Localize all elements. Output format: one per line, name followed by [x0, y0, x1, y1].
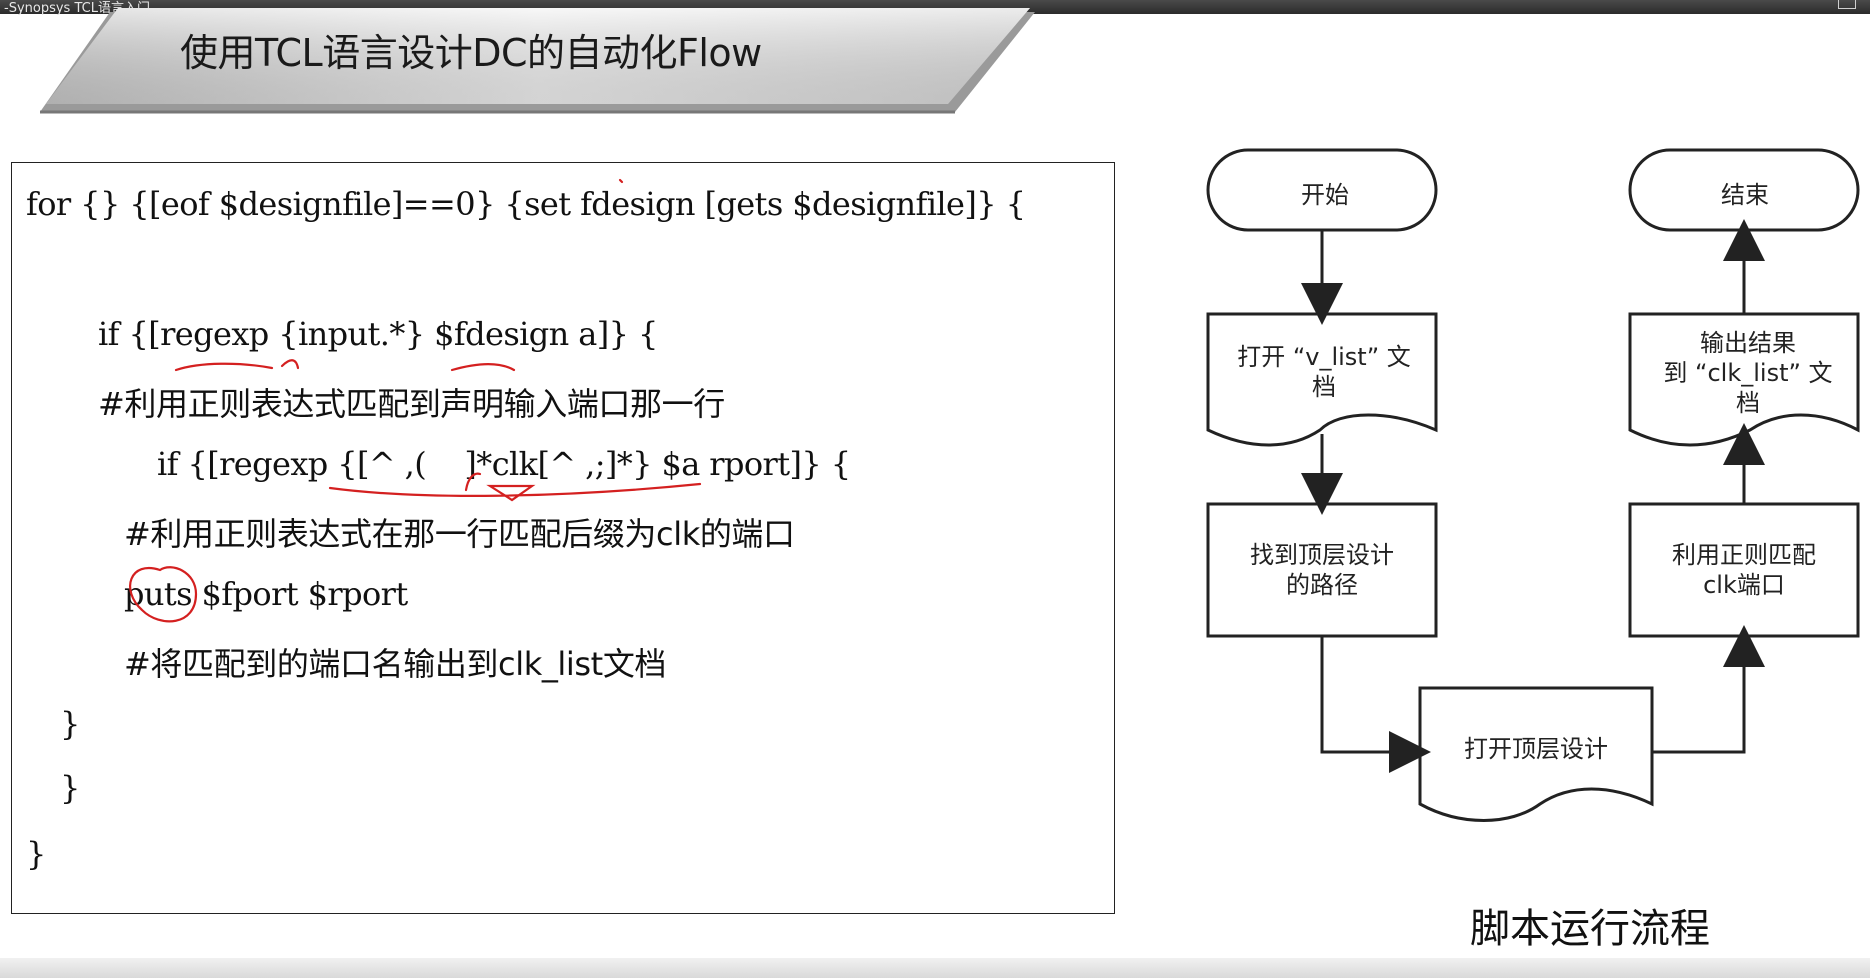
open-top-label: 打开顶层设计	[1464, 735, 1608, 763]
match-clk-line-1: 利用正则匹配	[1672, 541, 1816, 569]
flowchart-caption: 脚本运行流程	[1470, 906, 1710, 952]
find-path-line-2: 的路径	[1286, 571, 1358, 599]
slide-title: 使用TCL语言设计DC的自动化Flow	[180, 31, 762, 75]
end-label: 结束	[1721, 181, 1769, 209]
open-vlist-label: 打开 “v_list” 文 档	[1206, 342, 1442, 402]
start-label: 开始	[1301, 181, 1349, 209]
open-vlist-doc-shape	[1206, 312, 1438, 447]
open-vlist-line-2: 档	[1312, 373, 1336, 401]
open-vlist-line-1: 打开 “v_list” 文	[1237, 343, 1411, 371]
output-line-3: 档	[1736, 389, 1760, 417]
code-brace-3: }	[26, 835, 46, 873]
title-banner	[40, 8, 1035, 114]
code-brace-2: }	[60, 769, 80, 807]
find-path-label: 找到顶层设计 的路径	[1208, 540, 1436, 600]
open-top-doc-shape	[1418, 686, 1654, 822]
find-path-line-1: 找到顶层设计	[1250, 541, 1394, 569]
flowchart	[1206, 148, 1860, 822]
match-clk-label: 利用正则匹配 clk端口	[1630, 540, 1858, 600]
bottom-strip	[0, 958, 1870, 978]
code-line-1: for {} {[eof $designfile]==0} {set fdesi…	[26, 185, 1026, 223]
code-line-3: if {[regexp {[^ ,( ]*clk[^ ,;]*} $a rpor…	[157, 445, 851, 483]
code-comment-2: #利用正则表达式在那一行匹配后缀为clk的端口	[124, 515, 795, 553]
code-line-2: if {[regexp {input.*} $fdesign a]} {	[98, 315, 658, 353]
window-control-icon[interactable]	[1838, 0, 1856, 9]
code-comment-1: #利用正则表达式匹配到声明输入端口那一行	[98, 385, 725, 423]
output-label: 输出结果 到 “clk_list” 文 档	[1630, 328, 1866, 418]
code-box: for {} {[eof $designfile]==0} {set fdesi…	[11, 162, 1115, 914]
match-clk-line-2: clk端口	[1703, 571, 1785, 599]
output-line-2: 到 “clk_list” 文	[1663, 359, 1833, 387]
code-brace-1: }	[60, 705, 80, 743]
code-line-4: puts $fport $rport	[124, 575, 408, 613]
output-line-1: 输出结果	[1700, 329, 1796, 357]
code-comment-3: #将匹配到的端口名输出到clk_list文档	[124, 645, 667, 683]
